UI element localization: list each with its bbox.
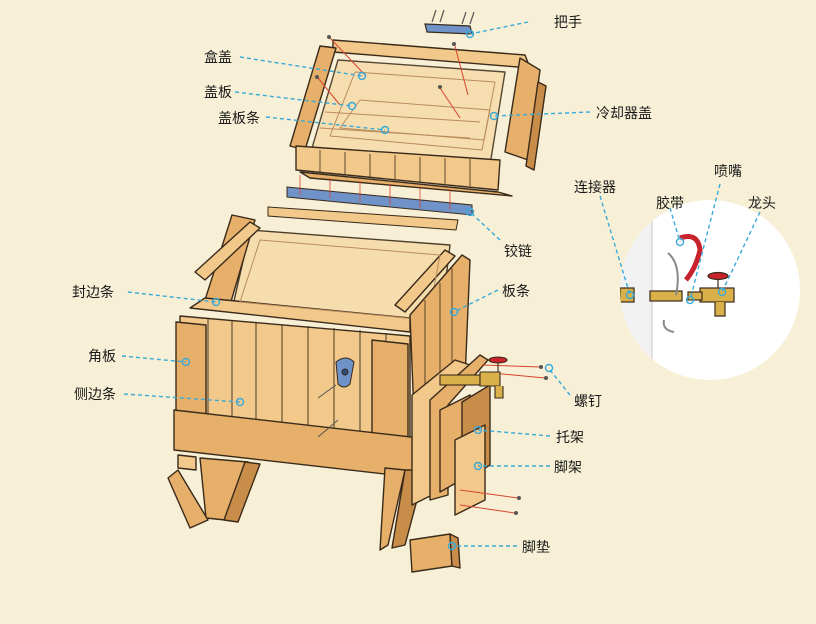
stand-screw-heads <box>514 365 548 515</box>
label-slat: 板条 <box>502 284 530 300</box>
lid-assembly <box>289 39 547 197</box>
label-edge-strip: 封边条 <box>72 285 114 301</box>
hinge-part <box>267 175 473 231</box>
faucet-detail-inset <box>620 200 800 380</box>
leader-lines <box>121 21 761 547</box>
label-bracket: 托架 <box>556 430 584 446</box>
box-faucet <box>439 356 508 399</box>
label-connector: 连接器 <box>574 180 616 196</box>
label-side-strip: 侧边条 <box>74 387 116 403</box>
leader-endpoints <box>181 29 727 551</box>
label-box-lid: 盒盖 <box>204 50 232 66</box>
label-faucet: 龙头 <box>748 196 776 212</box>
label-leg-frame: 脚架 <box>554 460 582 476</box>
label-corner-board: 角板 <box>88 349 116 365</box>
label-foot-pad: 脚垫 <box>522 540 550 556</box>
label-lid-strip: 盖板条 <box>218 111 260 127</box>
label-nozzle: 喷嘴 <box>714 164 742 180</box>
label-handle: 把手 <box>554 15 582 31</box>
handle-part <box>424 9 475 35</box>
label-tape: 胶带 <box>656 196 684 212</box>
lid-screw-heads <box>315 35 456 89</box>
bottle-opener <box>317 357 355 438</box>
label-screw: 螺钉 <box>574 394 602 410</box>
label-cooler-lid: 冷却器盖 <box>596 106 652 122</box>
lid-screws <box>317 37 469 119</box>
label-hinge: 铰链 <box>504 244 532 260</box>
label-lid-panel: 盖板 <box>204 85 232 101</box>
